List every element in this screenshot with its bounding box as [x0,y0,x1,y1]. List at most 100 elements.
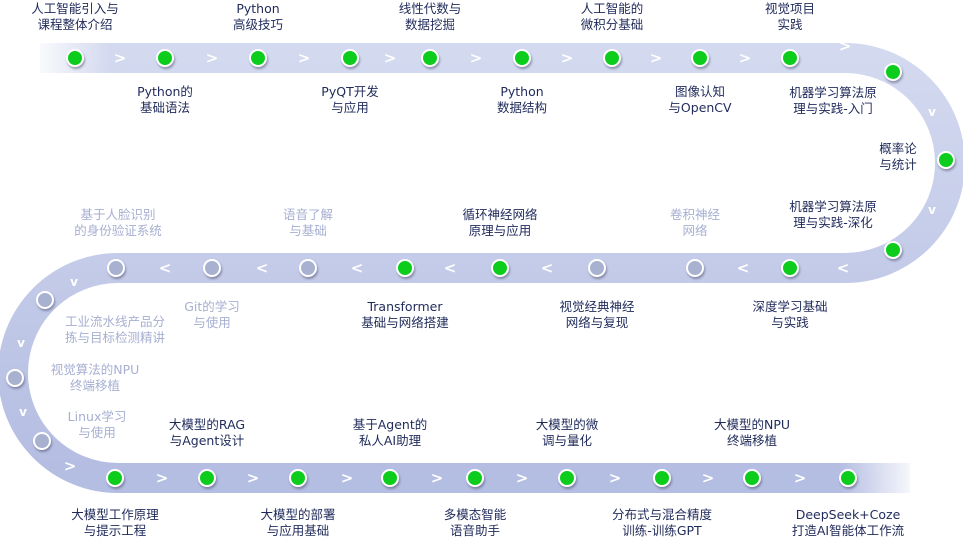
milestone-dot-done[interactable] [653,469,671,487]
milestone-label[interactable]: Git的学习与使用 [184,299,240,331]
milestone-dot-done[interactable] [839,469,857,487]
path-arrow-forward-icon: > [340,469,354,487]
path-arrow-forward-icon: > [63,457,77,475]
milestone-label[interactable]: 概率论与统计 [879,141,917,173]
milestone-dot-done[interactable] [396,259,414,277]
milestone-label[interactable]: 图像认知与OpenCV [668,84,731,116]
milestone-dot-locked[interactable] [203,259,221,277]
milestone-dot-locked[interactable] [33,432,51,450]
milestone-label[interactable]: 基于人脸识别的身份验证系统 [74,207,162,239]
milestone-label[interactable]: 视觉项目实践 [765,1,815,33]
milestone-dot-done[interactable] [381,469,399,487]
milestone-label-line: 打造AI智能体工作流 [791,523,905,538]
milestone-dot-locked[interactable] [107,259,125,277]
milestone-label-line: Linux学习 [67,409,127,424]
milestone-dot-done[interactable] [466,469,484,487]
milestone-label[interactable]: 基于Agent的私人AI助理 [353,417,428,449]
milestone-label[interactable]: 人工智能引入与课程整体介绍 [31,1,119,33]
milestone-dot-done[interactable] [781,49,799,67]
milestone-label-line: 与统计 [879,157,917,172]
milestone-dot-done[interactable] [937,151,955,169]
milestone-label-line: 网络 [682,223,708,238]
milestone-label-line: 的身份验证系统 [74,223,162,238]
milestone-label[interactable]: 机器学习算法原理与实践-入门 [789,85,877,117]
milestone-label-line: DeepSeek+Coze [795,507,901,522]
milestone-label-line: 视觉经典神经 [559,299,635,314]
milestone-dot-done[interactable] [341,49,359,67]
milestone-label[interactable]: 分布式与混合精度训练-训练GPT [612,507,712,539]
milestone-dot-done[interactable] [781,259,799,277]
milestone-label[interactable]: 视觉经典神经网络与复现 [559,299,634,331]
milestone-label[interactable]: 循环神经网络原理与应用 [462,207,537,239]
milestone-label-line: Python [236,1,280,16]
milestone-label-line: Transformer [367,299,443,314]
milestone-label[interactable]: 人工智能的微积分基础 [581,1,644,33]
milestone-label-line: 卷积神经 [669,207,721,222]
milestone-label[interactable]: Linux学习与使用 [68,409,127,441]
milestone-label[interactable]: PyQT开发与应用 [321,84,378,116]
milestone-dot-done[interactable] [513,49,531,67]
milestone-label[interactable]: 工业流水线产品分拣与目标检测精讲 [65,314,165,346]
milestone-dot-done[interactable] [289,469,307,487]
milestone-label[interactable]: 卷积神经网络 [670,207,720,239]
milestone-label-line: PyQT开发 [321,84,379,99]
milestone-label-line: 与Agent设计 [169,433,245,448]
path-arrow-back-icon: < [736,259,750,277]
path-arrow-forward-icon: > [838,37,852,55]
milestone-label-line: 与实践 [771,315,809,330]
milestone-dot-done[interactable] [603,49,621,67]
milestone-label[interactable]: 深度学习基础与实践 [752,299,827,331]
milestone-label-line: 与OpenCV [668,100,732,115]
milestone-dot-locked[interactable] [299,259,317,277]
path-arrow-back-icon: < [255,259,269,277]
milestone-label-line: 语音了解 [282,207,334,222]
milestone-label[interactable]: Python的基础语法 [137,84,193,116]
milestone-dot-locked[interactable] [6,369,24,387]
milestone-dot-done[interactable] [249,49,267,67]
milestone-label-line: 机器学习算法原 [789,85,877,100]
milestone-dot-done[interactable] [106,469,124,487]
milestone-dot-done[interactable] [558,469,576,487]
milestone-label-line: 理与实践-入门 [793,101,873,116]
path-arrow-forward-icon: > [738,49,752,67]
milestone-label[interactable]: 大模型的微调与量化 [536,417,599,449]
milestone-label-line: 工业流水线产品分 [64,314,166,329]
milestone-dot-locked[interactable] [686,259,704,277]
milestone-label[interactable]: 机器学习算法原理与实践-深化 [789,199,877,231]
milestone-label-line: 数据挖掘 [404,17,456,32]
milestone-label-line: 循环神经网络 [462,207,538,222]
path-arrow-forward-icon: > [701,469,715,487]
milestone-label[interactable]: 大模型工作原理与提示工程 [71,507,159,539]
milestone-label[interactable]: 线性代数与数据挖掘 [399,1,462,33]
milestone-label-line: 视觉算法的NPU [50,362,140,377]
milestone-label-line: 原理与应用 [468,223,532,238]
milestone-label-line: 深度学习基础 [752,299,828,314]
milestone-dot-done[interactable] [66,49,84,67]
milestone-label-line: 大模型的RAG [168,417,246,432]
milestone-dot-done[interactable] [491,259,509,277]
milestone-dot-done[interactable] [421,49,439,67]
milestone-label-line: 分布式与混合精度 [611,507,713,522]
milestone-label-line: 大模型的微 [535,417,599,432]
milestone-dot-done[interactable] [156,49,174,67]
milestone-dot-done[interactable] [743,469,761,487]
milestone-dot-done[interactable] [884,241,902,259]
milestone-dot-done[interactable] [884,63,902,81]
milestone-label[interactable]: 大模型的部署与应用基础 [260,507,335,539]
milestone-dot-locked[interactable] [588,259,606,277]
milestone-dot-done[interactable] [198,469,216,487]
milestone-label[interactable]: 多模态智能语音助手 [444,507,507,539]
milestone-label-line: 实践 [777,17,803,32]
milestone-label-line: 调与量化 [541,433,593,448]
milestone-label[interactable]: 语音了解与基础 [283,207,333,239]
path-arrow-forward-icon: > [608,469,622,487]
milestone-dot-done[interactable] [691,49,709,67]
milestone-dot-locked[interactable] [36,291,54,309]
